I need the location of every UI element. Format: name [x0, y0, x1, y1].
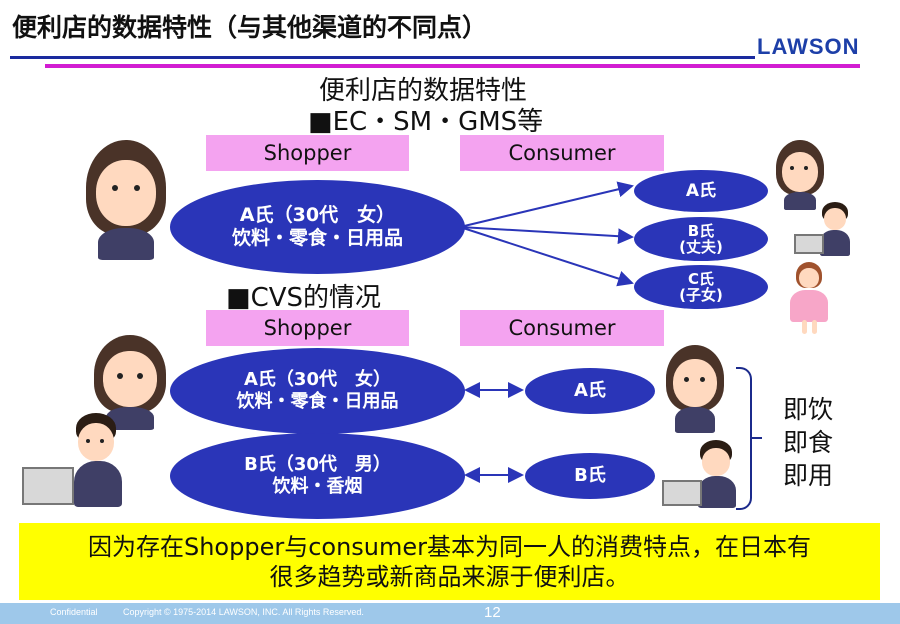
top-shopper-label: Shopper — [206, 135, 409, 171]
conclusion-line1: 因为存在Shopper与consumer基本为同一人的消费特点，在日本有 — [88, 532, 811, 562]
top-consumer-c-role: (子女) — [679, 287, 723, 304]
arrow-to-consumer-a — [460, 186, 632, 227]
conclusion-line2: 很多趋势或新商品来源于便利店。 — [270, 562, 630, 592]
bottom-consumer-a: A氏 — [525, 368, 655, 414]
side-label-use: 即用 — [783, 456, 833, 492]
bottom-shopper-b-ellipse: B氏（30代 男） 饮料・香烟 — [170, 433, 465, 519]
top-consumer-a-label: A氏 — [686, 181, 716, 202]
top-consumer-b-role: (丈夫) — [679, 239, 723, 256]
footer-bar: Confidential Copyright © 1975-2014 LAWSO… — [0, 603, 900, 624]
section-top-sub: ■EC・SM・GMS等 — [308, 101, 543, 138]
conclusion-box: 因为存在Shopper与consumer基本为同一人的消费特点，在日本有 很多趋… — [19, 523, 880, 600]
confidential-label: Confidential — [50, 607, 98, 617]
top-shopper-ellipse: A氏（30代 女） 饮料・零食・日用品 — [170, 180, 465, 274]
girl-dancer-consumer-icon — [784, 262, 834, 334]
bottom-consumer-b: B氏 — [525, 453, 655, 499]
side-label-drink: 即饮 — [783, 390, 833, 426]
bottom-shopper-a-ellipse: A氏（30代 女） 饮料・零食・日用品 — [170, 348, 465, 434]
woman-consumer-top-icon — [772, 140, 828, 210]
bottom-shopper-a-line1: A氏（30代 女） — [244, 369, 391, 391]
man-laptop-consumer-top-icon — [792, 202, 854, 260]
bottom-consumer-b-label: B氏 — [574, 465, 606, 487]
woman-consumer-bottom-icon — [662, 345, 728, 433]
top-consumer-b: B氏 (丈夫) — [634, 217, 768, 261]
top-consumer-c-label: C氏 — [688, 271, 714, 288]
bottom-shopper-b-line1: B氏（30代 男） — [244, 454, 391, 476]
woman-shopper-top-icon — [80, 140, 170, 260]
bottom-shopper-label: Shopper — [206, 310, 409, 346]
bottom-shopper-a-line2: 饮料・零食・日用品 — [237, 391, 399, 413]
copyright-text: Copyright © 1975-2014 LAWSON, INC. All R… — [123, 607, 364, 617]
bracket-tip — [752, 437, 762, 439]
bottom-consumer-label: Consumer — [460, 310, 664, 346]
top-consumer-b-label: B氏 — [688, 223, 714, 240]
top-shopper-line2: 饮料・零食・日用品 — [232, 227, 403, 250]
section-bottom-heading: ■CVS的情况 — [226, 277, 381, 314]
bottom-consumer-a-label: A氏 — [574, 380, 606, 402]
page-number: 12 — [484, 604, 501, 621]
man-laptop-consumer-bottom-icon — [660, 440, 740, 510]
top-shopper-line1: A氏（30代 女） — [240, 204, 395, 227]
top-consumer-label: Consumer — [460, 135, 664, 171]
top-consumer-a: A氏 — [634, 170, 768, 212]
side-label-eat: 即食 — [783, 423, 833, 459]
top-consumer-c: C氏 (子女) — [634, 265, 768, 309]
man-laptop-shopper-icon — [20, 413, 125, 513]
bottom-shopper-b-line2: 饮料・香烟 — [273, 476, 363, 498]
